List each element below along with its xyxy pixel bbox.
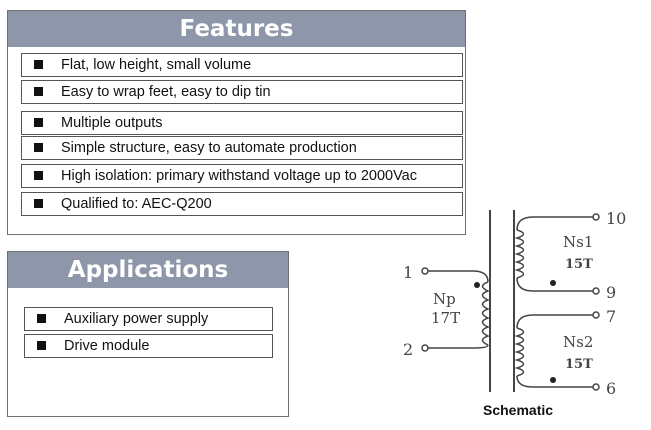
feature-item: Simple structure, easy to automate produ… xyxy=(21,136,463,160)
bullet-icon xyxy=(37,340,46,350)
primary-winding xyxy=(421,267,490,352)
application-item: Drive module xyxy=(24,334,273,358)
polarity-dot xyxy=(474,282,480,288)
feature-item: Multiple outputs xyxy=(21,111,463,135)
secondary-winding-ns1 xyxy=(514,213,600,295)
pin-10-label: 10 xyxy=(606,209,626,228)
pin-7-label: 7 xyxy=(606,307,616,326)
schematic-caption: Schematic xyxy=(483,402,554,418)
features-panel: Features Flat, low height, small volume … xyxy=(7,10,466,235)
ns2-label: Ns2 xyxy=(563,333,593,351)
application-item: Auxiliary power supply xyxy=(24,307,273,331)
np-turns-label: 17T xyxy=(431,309,460,327)
bullet-icon xyxy=(34,142,43,152)
pin-1-label: 1 xyxy=(403,263,413,282)
pin-9-label: 9 xyxy=(606,283,616,302)
bullet-icon xyxy=(34,59,43,69)
feature-item: Easy to wrap feet, easy to dip tin xyxy=(21,80,463,104)
features-heading: Features xyxy=(8,11,465,47)
secondary-winding-ns2 xyxy=(514,311,600,391)
bullet-icon xyxy=(34,198,43,208)
bullet-icon xyxy=(34,86,43,96)
polarity-dot xyxy=(550,377,556,383)
applications-panel: Applications Auxiliary power supply Driv… xyxy=(7,251,289,417)
applications-heading: Applications xyxy=(8,252,288,288)
np-label: Np xyxy=(433,290,456,308)
pin-2-label: 2 xyxy=(403,340,413,359)
feature-item: High isolation: primary withstand voltag… xyxy=(21,164,463,188)
ns1-turns-label: 15T xyxy=(565,257,593,272)
feature-item: Qualified to: AEC-Q200 xyxy=(21,192,463,216)
bullet-icon xyxy=(37,313,46,323)
pin-6-label: 6 xyxy=(606,379,616,398)
ns2-turns-label: 15T xyxy=(565,357,593,372)
bullet-icon xyxy=(34,117,43,127)
bullet-icon xyxy=(34,170,43,180)
polarity-dot xyxy=(550,280,556,286)
transformer-schematic: 1 2 10 9 7 6 Np 17T Ns1 15T Ns2 15T xyxy=(403,209,626,398)
ns1-label: Ns1 xyxy=(563,233,593,251)
feature-item: Flat, low height, small volume xyxy=(21,53,463,77)
